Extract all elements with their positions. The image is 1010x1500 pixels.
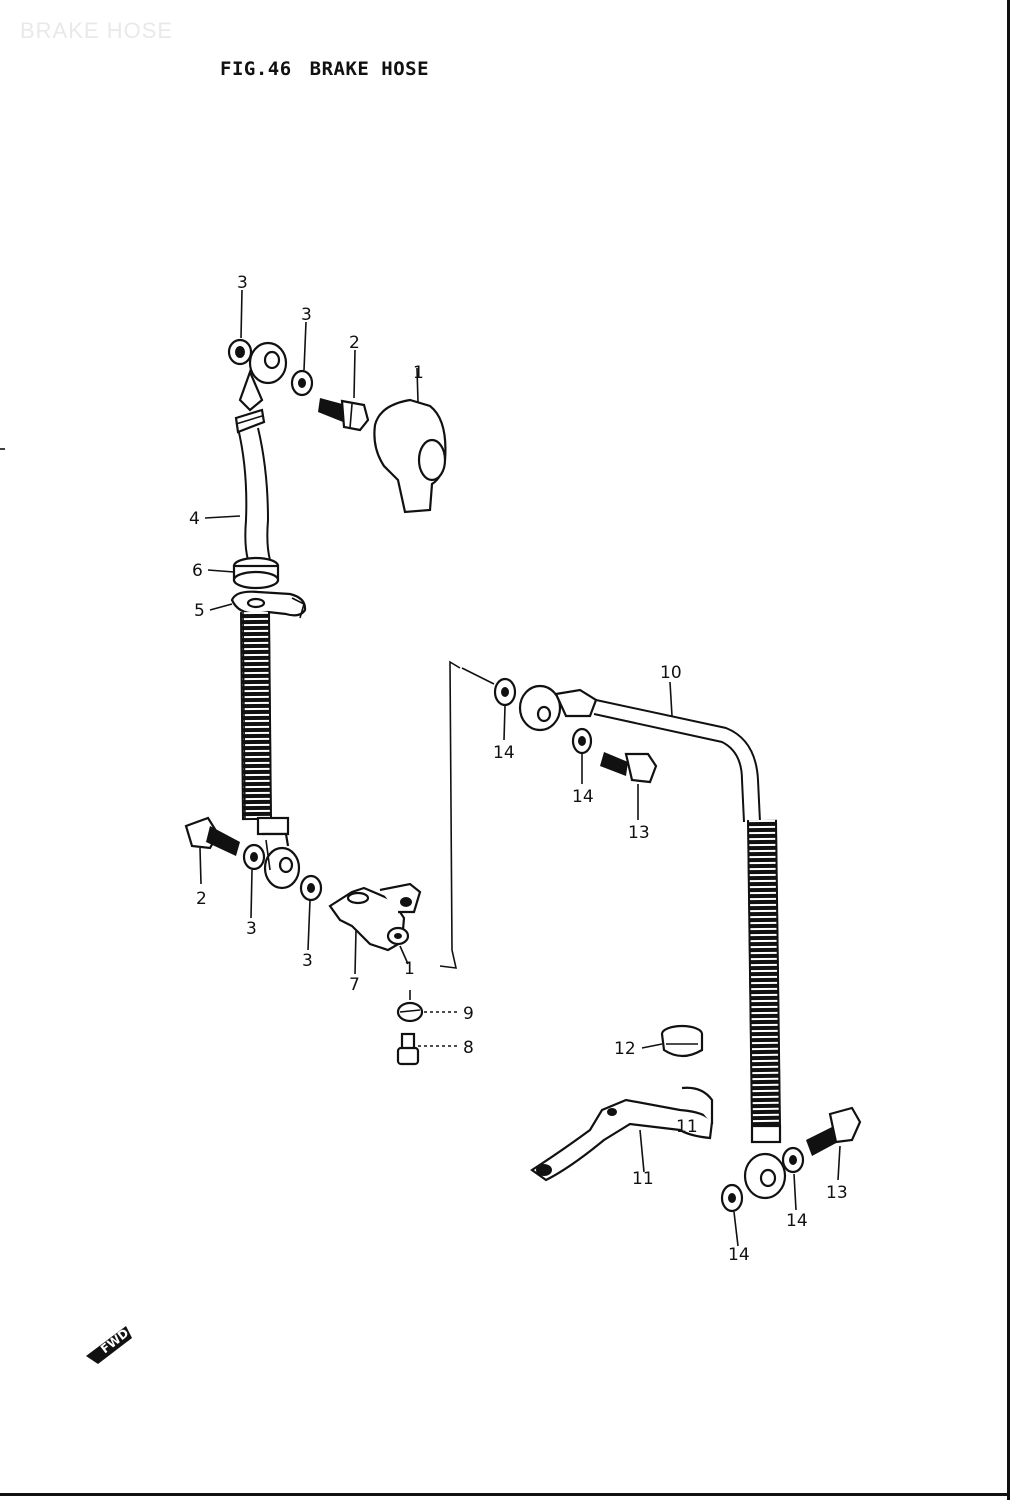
callout-14: 14 (493, 743, 515, 763)
pipe-union-fitting (518, 684, 598, 732)
callout-5: 5 (194, 601, 205, 621)
link-leader (461, 667, 495, 685)
callout-1: 1 (413, 363, 424, 383)
callout-13: 13 (628, 823, 650, 843)
washer-upper-left (227, 338, 253, 366)
callout-12: 12 (614, 1039, 636, 1059)
callout-3: 3 (237, 273, 248, 293)
union-bolt-upper (318, 398, 370, 432)
bleeder-screw (396, 1032, 420, 1066)
callout-14: 14 (786, 1211, 808, 1231)
washer-pipe-lower (571, 727, 593, 755)
figure-number: FIG.46 (220, 58, 292, 80)
callout-labels: 3 3 2 1 4 6 5 2 3 3 7 1 9 8 10 14 14 13 … (189, 273, 848, 1265)
pipe-clamp (530, 1086, 714, 1182)
union-bolt-lower-right (806, 1106, 862, 1156)
washer-hose-right (781, 1146, 805, 1174)
callout-8: 8 (463, 1038, 474, 1058)
washer-lower-right (299, 874, 323, 902)
banjo-fitting-lower-right (743, 1152, 787, 1200)
hose-bracket (230, 590, 307, 619)
callout-13: 13 (826, 1183, 848, 1203)
washer-hose-lower (720, 1183, 744, 1213)
washer-lower-left (242, 843, 266, 871)
union-bolt-pipe (600, 752, 658, 784)
figure-title: FIG.46 BRAKE HOSE (220, 58, 429, 80)
callout-11: 11 (632, 1169, 654, 1189)
page-border-right (1007, 0, 1010, 1500)
clip (660, 1024, 704, 1058)
grommet (232, 556, 280, 590)
header-watermark: BRAKE HOSE (20, 18, 174, 43)
callout-4: 4 (189, 509, 200, 529)
banjo-fitting-upper (238, 341, 288, 412)
callout-10: 10 (660, 663, 682, 683)
callout-9: 9 (463, 1004, 474, 1024)
callout-14: 14 (728, 1245, 750, 1265)
page-border-bottom (0, 1493, 1010, 1496)
callout-2: 2 (349, 333, 360, 353)
union-bolt-lower (184, 816, 240, 856)
assembly-link-line (439, 660, 461, 969)
callout-6: 6 (192, 561, 203, 581)
washer-upper-right (290, 369, 314, 397)
callout-14: 14 (572, 787, 594, 807)
bleeder-cap (396, 1001, 424, 1023)
callout-3: 3 (302, 951, 313, 971)
callout-7: 7 (349, 975, 360, 995)
fwd-arrow: FWD (86, 1326, 132, 1364)
banjo-fitting-lower-left (262, 832, 301, 890)
leader-lines (199, 289, 841, 1247)
callout-11: 11 (676, 1117, 698, 1137)
callout-2: 2 (196, 889, 207, 909)
braided-hose-right (747, 819, 782, 1144)
brake-hose-joint (328, 882, 422, 952)
callout-1: 1 (404, 959, 415, 979)
master-cylinder (373, 398, 447, 514)
callout-3: 3 (246, 919, 257, 939)
washer-pipe-upper (493, 677, 517, 707)
braided-hose-left (240, 611, 290, 836)
brake-pipe (593, 699, 761, 823)
rubber-hose-upper (234, 408, 271, 561)
callout-3: 3 (301, 305, 312, 325)
figure-caption: BRAKE HOSE (309, 58, 430, 80)
